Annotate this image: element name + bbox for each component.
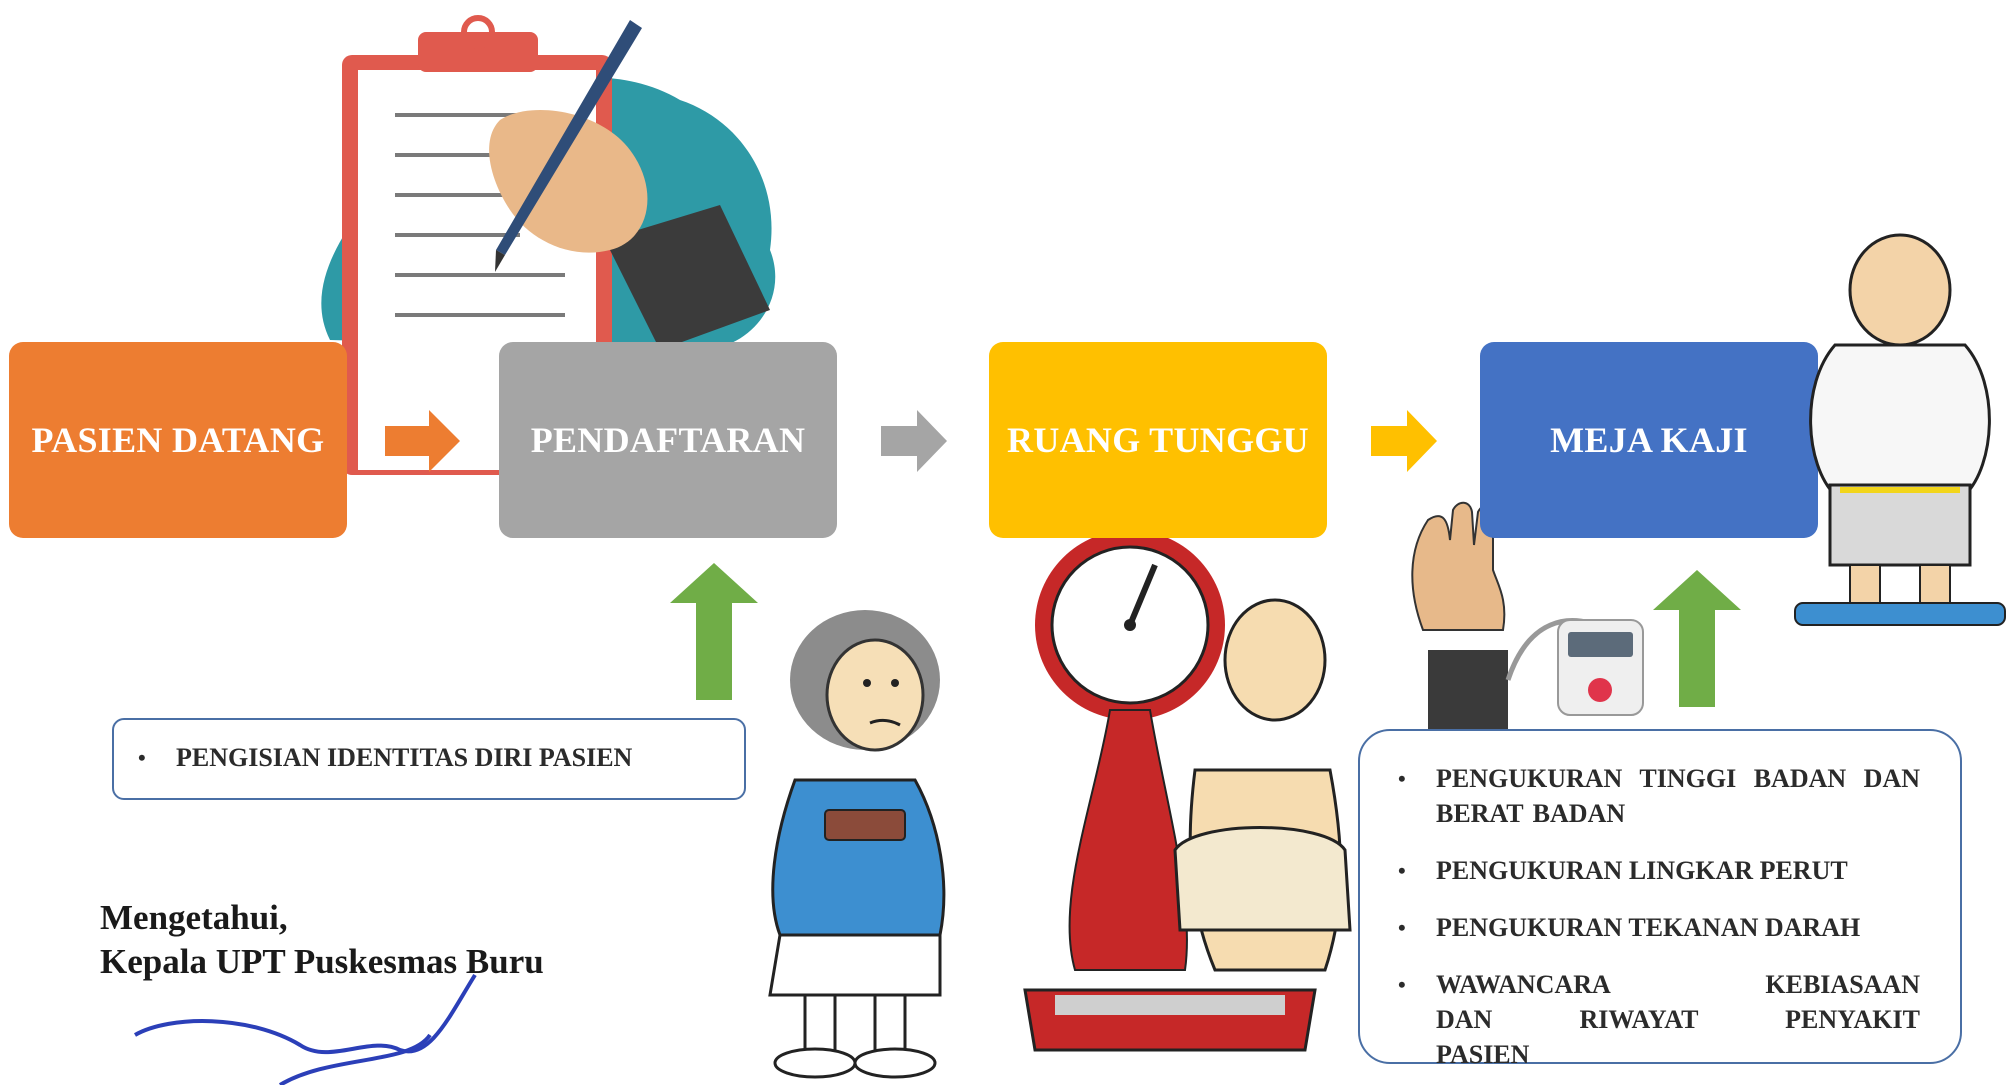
blood-pressure-monitor-illustration [1411, 501, 1644, 730]
list-item: • PENGUKURAN TINGGI BADAN DAN BERAT BADAN [1398, 761, 1920, 831]
registration-items: • PENGISIAN IDENTITAS DIRI PASIEN [138, 740, 724, 775]
assessment-info-box: • PENGUKURAN TINGGI BADAN DAN BERAT BADAN… [1358, 729, 1962, 1069]
step-pasien-datang: PASIEN DATANG [9, 342, 347, 538]
list-item-text: PENGUKURAN TINGGI BADAN DAN BERAT BADAN [1436, 764, 1920, 828]
up-arrow-registration [670, 563, 758, 700]
list-item: • WAWANCARA KEBIASAAN DAN RIWAYAT PENYAKI… [1398, 967, 1920, 1072]
signature-line-1: Mengetahui, [100, 898, 288, 937]
flow-arrow-3 [1371, 410, 1437, 472]
assessment-items: • PENGUKURAN TINGGI BADAN DAN BERAT BADAN… [1398, 761, 1920, 1072]
step-ruang-tunggu: RUANG TUNGGU [989, 342, 1327, 538]
registration-info-box: • PENGISIAN IDENTITAS DIRI PASIEN [112, 718, 746, 800]
list-item-text: PENGUKURAN TEKANAN DARAH [1436, 913, 1861, 942]
list-item-text: PENGUKURAN LINGKAR PERUT [1436, 856, 1848, 885]
flow-arrow-2 [881, 410, 947, 472]
step-pendaftaran-label: PENDAFTARAN [530, 420, 806, 460]
bullet-icon: • [1398, 972, 1406, 997]
bullet-icon: • [138, 745, 146, 770]
step-pasien-datang-label: PASIEN DATANG [31, 420, 325, 460]
signature-scribble [134, 973, 477, 1085]
man-measuring-waist-illustration [1794, 233, 2006, 626]
weighing-scale-patient-illustration [1023, 530, 1352, 1052]
signature-line-2: Kepala UPT Puskesmas Buru [100, 942, 544, 981]
list-item: • PENGUKURAN LINGKAR PERUT [1398, 853, 1920, 888]
list-item: • PENGUKURAN TEKANAN DARAH [1398, 910, 1920, 945]
bullet-icon: • [1398, 915, 1406, 940]
bullet-icon: • [1398, 766, 1406, 791]
up-arrow-assessment [1653, 570, 1741, 707]
list-item-text: WAWANCARA KEBIASAAN DAN RIWAYAT PENYAKIT… [1436, 970, 1920, 1069]
flow-arrow-1 [385, 410, 460, 472]
bullet-icon: • [1398, 858, 1406, 883]
step-pendaftaran: PENDAFTARAN [499, 342, 837, 538]
step-ruang-tunggu-label: RUANG TUNGGU [1007, 420, 1309, 460]
list-item: • PENGISIAN IDENTITAS DIRI PASIEN [138, 740, 724, 775]
step-meja-kaji-label: MEJA KAJI [1550, 420, 1748, 460]
step-meja-kaji: MEJA KAJI [1480, 342, 1818, 538]
list-item-text: PENGISIAN IDENTITAS DIRI PASIEN [176, 743, 633, 772]
nurse-with-clipboard-illustration [768, 610, 946, 1079]
